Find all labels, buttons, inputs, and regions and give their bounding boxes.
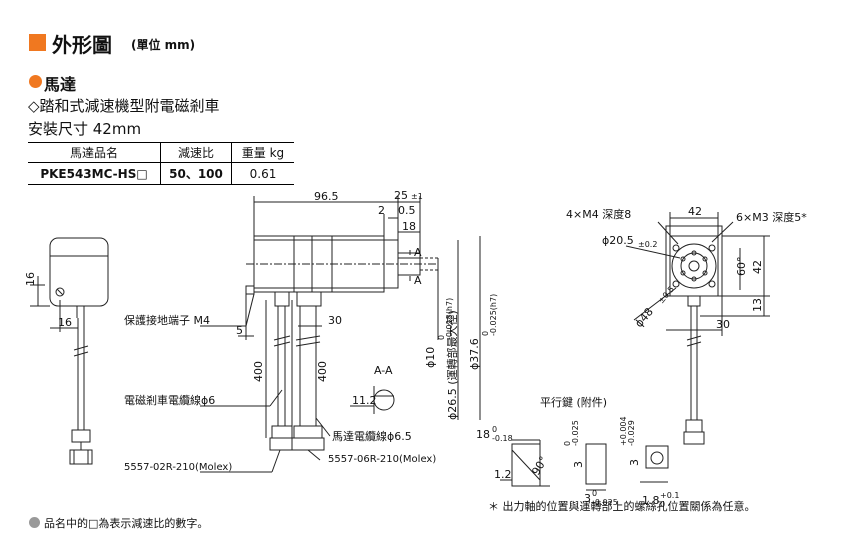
key-dim-3b-tol: -0.025: [592, 498, 618, 507]
page-title: 外形圖: [52, 33, 112, 57]
dim-2: 2: [378, 204, 385, 217]
dia-37-6-tol0: 0: [481, 331, 490, 336]
section-aa-label: A-A: [374, 364, 393, 377]
title-marker: [29, 34, 46, 51]
col-model: 馬達品名: [28, 142, 161, 163]
dim-400-brake: 400: [252, 361, 265, 382]
cell-model: PKE543MC-HS□: [28, 162, 161, 185]
key-dim-18: 18: [476, 428, 490, 441]
asterisk-note: ＊ 出力軸的位置與運轉部上的螺絲孔位置關係為任意。: [488, 500, 756, 513]
dim-25-tol: ±1: [411, 192, 423, 201]
key-dim-1-8-tol0: 0: [660, 500, 665, 509]
key-dim-3a-tol0: 0: [563, 441, 572, 446]
dia-26-5-label: ϕ26.5 (運轉部最大徑): [445, 310, 459, 420]
col-ratio: 減速比: [160, 142, 232, 163]
dia-20-5: ϕ20.5: [602, 234, 634, 247]
dim-16-vertical: 16: [24, 272, 37, 286]
motor-cable-label: 馬達電纜線ϕ6.5: [332, 429, 412, 443]
dim-400-motor: 400: [316, 361, 329, 382]
dim-42-top: 42: [688, 205, 702, 218]
connector-motor-label: 5557-06R-210(Molex): [328, 454, 436, 465]
cell-ratio: 50、100: [160, 162, 232, 185]
key-drawing: [500, 439, 669, 491]
key-dim-1-8: 1.8: [642, 494, 660, 507]
shaft-dia-10-tol: -0.015(h7): [445, 298, 454, 340]
product-subtitle: ◇踏和式減速機型附電磁剎車: [28, 97, 220, 115]
dim-a-top: A: [414, 246, 422, 259]
side-view: [200, 196, 481, 473]
key-title: 平行鍵 (附件): [540, 395, 607, 409]
dim-18: 18: [402, 220, 416, 233]
dim-96-5: 96.5: [314, 190, 339, 203]
key-dim-3b: 3: [584, 492, 591, 505]
spec-table: 馬達品名 減速比 重量 kg PKE543MC-HS□ 50、100 0.61: [28, 142, 294, 185]
dim-a-bottom: A: [414, 274, 422, 287]
dim-5: 5: [236, 324, 243, 337]
key-dim-3c-tol2: -0.029: [627, 420, 636, 446]
key-dim-3a: 3: [572, 461, 585, 468]
dim-11-2: 11.2: [352, 394, 377, 407]
key-dim-3a-tol: -0.025: [571, 420, 580, 446]
brake-cable-label: 電磁剎車電纜線ϕ6: [124, 393, 215, 407]
dia-20-5-tol: ±0.2: [638, 240, 657, 249]
dim-25: 25: [394, 189, 408, 202]
dim-30-front: 30: [716, 318, 730, 331]
shaft-dia-10: ϕ10: [424, 347, 437, 368]
table-header-row: 馬達品名 減速比 重量 kg: [28, 142, 294, 163]
col-weight: 重量 kg: [231, 142, 294, 163]
key-dim-3b-tol0: 0: [592, 489, 597, 498]
dim-42-side: 42: [751, 260, 764, 274]
key-dim-3c-tol: +0.004: [619, 416, 628, 446]
unit-label: (單位 mm): [131, 38, 196, 52]
connector-brake-label: 5557-02R-210(Molex): [124, 462, 232, 473]
m4-holes-label: 4×M4 深度8: [566, 207, 631, 221]
m3-holes-label: 6×M3 深度5*: [736, 210, 807, 224]
dim-13: 13: [751, 298, 764, 312]
dia-37-6: ϕ37.6: [468, 338, 481, 370]
dia-48: ϕ48: [632, 305, 656, 330]
table-row: PKE543MC-HS□ 50、100 0.61: [28, 162, 294, 185]
key-dim-1-8-tol: +0.1: [660, 491, 679, 500]
section-aa: [350, 386, 395, 414]
section-marker: [29, 75, 42, 88]
mount-size: 安裝尺寸 42mm: [28, 120, 142, 138]
front-view: [625, 212, 770, 445]
bottom-note: 品名中的□為表示減速比的數字。: [44, 517, 209, 530]
key-dim-3c: 3: [628, 459, 641, 466]
angle-60: 60°: [735, 257, 748, 277]
key-dim-18-tol0: 0: [492, 425, 497, 434]
shaft-dia-10-tol0: 0: [437, 335, 446, 340]
dia-37-6-tol: -0.025(h7): [489, 294, 498, 336]
key-dim-18-tol: -0.18: [492, 434, 513, 443]
ground-terminal-label: 保護接地端子 M4: [124, 313, 210, 327]
section-title: 馬達: [44, 75, 77, 94]
key-dim-1-2: 1.2: [494, 468, 512, 481]
dim-16-horizontal: 16: [58, 316, 72, 329]
dim-0-5: 0.5: [398, 204, 416, 217]
cell-weight: 0.61: [231, 162, 294, 185]
note-bullet: [29, 517, 40, 528]
dim-30-side: 30: [328, 314, 342, 327]
rear-view: [30, 237, 109, 465]
